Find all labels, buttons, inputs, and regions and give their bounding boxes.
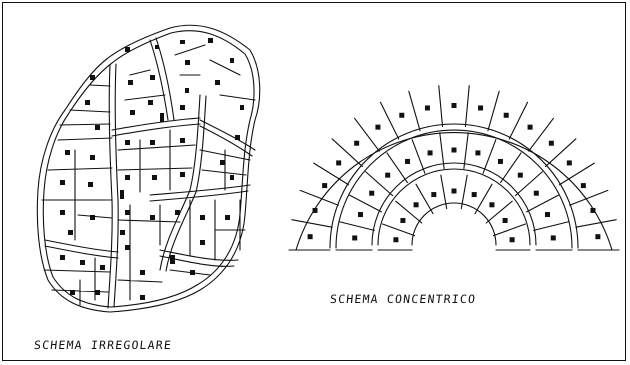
house — [498, 159, 503, 164]
lot-divider — [465, 86, 469, 127]
house — [545, 212, 550, 217]
lot-divider — [300, 190, 338, 205]
irregular-scheme-label: SCHEMA IRREGOLARE — [33, 338, 173, 352]
house — [472, 192, 477, 197]
lot-divider — [483, 140, 496, 174]
lot-divider — [509, 102, 527, 139]
lot-divider — [493, 224, 525, 236]
house — [375, 125, 380, 130]
lot-divider — [416, 184, 433, 213]
lot-divider — [350, 195, 382, 212]
house — [452, 148, 457, 153]
house — [590, 208, 595, 213]
house — [399, 113, 404, 118]
house — [567, 160, 572, 165]
house — [308, 234, 313, 239]
house — [431, 192, 436, 197]
house — [352, 235, 357, 240]
house — [518, 173, 523, 178]
lot-divider — [529, 118, 554, 151]
lot-divider — [412, 140, 425, 174]
house — [581, 183, 586, 188]
house — [385, 173, 390, 178]
house — [452, 103, 457, 108]
lot-divider — [559, 163, 594, 185]
house — [425, 105, 430, 110]
house — [358, 212, 363, 217]
house — [549, 141, 554, 146]
house — [428, 150, 433, 155]
irregular-scheme — [37, 25, 259, 312]
lot-divider — [440, 133, 444, 169]
lot-divider — [409, 91, 420, 130]
house — [489, 202, 494, 207]
lot-divider — [314, 163, 349, 185]
lot-divider — [501, 153, 521, 183]
house — [503, 218, 508, 223]
house — [551, 235, 556, 240]
concentric-scheme — [289, 86, 619, 250]
house — [400, 218, 405, 223]
lot-divider — [292, 220, 332, 228]
house — [414, 202, 419, 207]
lot-divider — [439, 86, 443, 127]
house — [393, 237, 398, 242]
house — [534, 191, 539, 196]
lot-divider — [475, 184, 492, 213]
lot-divider — [383, 224, 415, 236]
lot-divider — [576, 220, 616, 228]
lot-divider — [339, 222, 374, 231]
lot-divider — [570, 190, 608, 205]
house — [336, 160, 341, 165]
lot-divider — [488, 91, 499, 130]
house — [369, 191, 374, 196]
house — [354, 141, 359, 146]
concentric-scheme-label: SCHEMA CONCENTRICO — [329, 292, 477, 306]
house — [405, 159, 410, 164]
lot-divider — [527, 195, 559, 212]
house — [452, 189, 457, 194]
house — [510, 237, 515, 242]
lot-divider — [380, 102, 398, 139]
lot-divider — [387, 153, 407, 183]
lot-divider — [355, 118, 380, 151]
lot-divider — [534, 222, 569, 231]
house — [322, 183, 327, 188]
house — [595, 234, 600, 239]
house — [475, 150, 480, 155]
house — [478, 105, 483, 110]
house — [313, 208, 318, 213]
house — [528, 125, 533, 130]
lot-divider — [464, 133, 468, 169]
house — [504, 113, 509, 118]
